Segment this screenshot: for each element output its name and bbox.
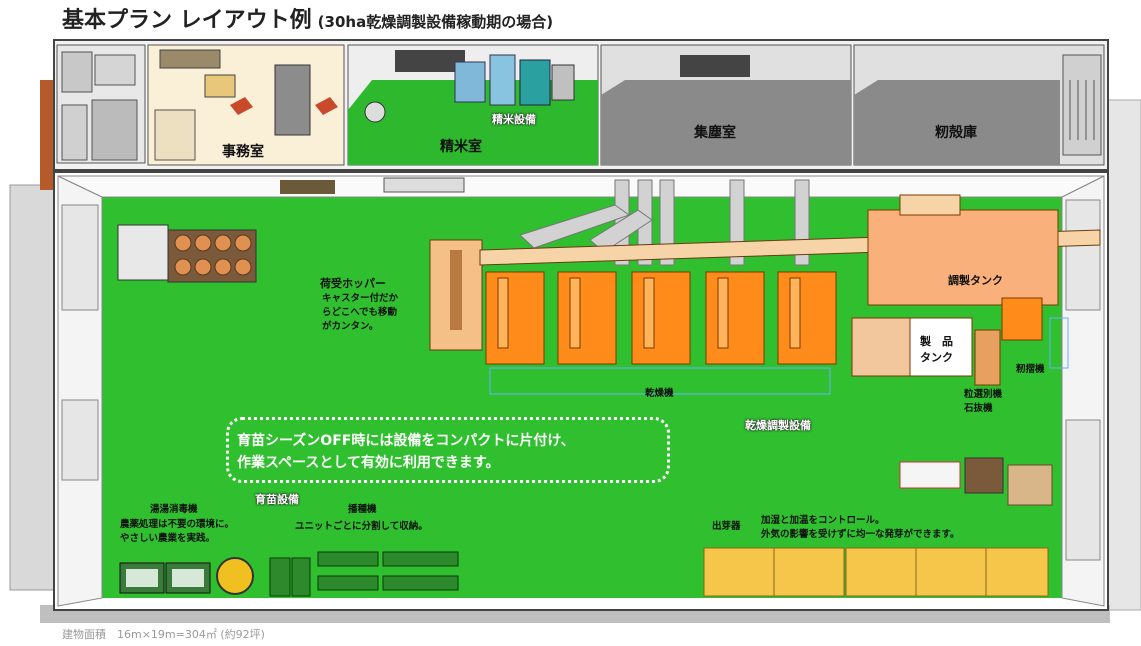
- dryers: [485, 271, 837, 365]
- adjustment-tank-label: 調製タンク: [948, 274, 1003, 287]
- polishing-machine-2: [489, 54, 516, 106]
- boiler: [216, 557, 254, 595]
- rice-equipment-label: 精米設備: [492, 113, 536, 126]
- office-label: 事務室: [222, 144, 264, 160]
- disinfection-desc-2: やさしい農業を実践。: [120, 533, 216, 544]
- germinator-desc-1: 加湿と加温をコントロール。: [761, 515, 885, 526]
- back-door: [280, 180, 335, 194]
- seedling-equipment-label: 育苗設備: [255, 493, 299, 506]
- polishing-machine-1: [454, 61, 486, 103]
- dryer-5: [777, 271, 837, 365]
- rice-room-label: 精米室: [440, 139, 482, 155]
- dryer-3: [631, 271, 691, 365]
- page-title: 基本プラン レイアウト例 (30ha乾燥調製設備稼動期の場合): [62, 2, 553, 34]
- dryer-4: [705, 271, 765, 365]
- drying-equipment-label: 乾燥調製設備: [745, 419, 811, 432]
- huller-label: 籾摺機: [1016, 364, 1045, 375]
- hopper-desc-2: らどこへでも移動: [322, 307, 398, 318]
- disinfection-desc-1: 農薬処理は不要の環境に。: [120, 519, 235, 530]
- sowing-desc: ユニットごとに分割して収納。: [295, 521, 428, 532]
- sorter-label-1: 粒選別機: [964, 389, 1003, 400]
- hopper-title: 荷受ホッパー: [320, 277, 386, 290]
- product-tank: [909, 317, 973, 377]
- sowing-title: 播種機: [348, 504, 377, 515]
- title-sub: (30ha乾燥調製設備稼動期の場合): [317, 13, 554, 31]
- left-door-1: [61, 204, 99, 311]
- hopper-desc-3: がカンタン。: [322, 321, 379, 332]
- polishing-machine-3: [519, 59, 551, 106]
- dryer-2: [557, 271, 617, 365]
- husk-storage-label: 籾殻庫: [935, 125, 977, 141]
- product-tank-label-1: 製 品: [920, 335, 953, 348]
- notice-line-1: 育苗シーズンOFF時には設備をコンパクトに片付け、: [237, 433, 575, 449]
- dust-room-label: 集塵室: [694, 125, 736, 141]
- notice-box: 育苗シーズンOFF時には設備をコンパクトに片付け、 作業スペースとして有効に利用…: [226, 417, 670, 483]
- brick-column: [40, 80, 54, 190]
- sorter-label-2: 石抜機: [964, 403, 993, 414]
- right-door-1: [1065, 199, 1101, 311]
- hopper-desc-1: キャスター付だか: [322, 293, 399, 304]
- huller: [1001, 297, 1043, 341]
- dryer-label: 乾燥機: [645, 388, 674, 399]
- sowing-units: [269, 551, 459, 597]
- pallet-load: [1007, 464, 1053, 506]
- product-tank-label-2: タンク: [920, 351, 953, 364]
- sorter: [974, 329, 1001, 386]
- germinator-title: 出芽器: [712, 521, 741, 532]
- disinfection-title: 湯湯消毒機: [150, 504, 198, 515]
- germinator-boxes: [703, 547, 1049, 597]
- cabinet: [274, 64, 311, 136]
- window: [395, 50, 465, 72]
- ceiling-light: [383, 177, 465, 193]
- notice-line-2: 作業スペースとして有効に利用できます。: [237, 455, 500, 471]
- truck-cab: [117, 224, 169, 281]
- forklift: [899, 461, 961, 489]
- left-wall-outer: [9, 184, 61, 591]
- right-door-2: [1065, 419, 1101, 561]
- building-area-note: 建物面積 16m×19m=304㎡ (約92坪): [62, 628, 265, 641]
- dryer-1: [485, 271, 545, 365]
- germinator-desc-2: 外気の影響を受けずに均一な発芽ができます。: [761, 529, 960, 540]
- adjustment-tank: [867, 209, 1059, 306]
- back-wall: [57, 175, 1105, 198]
- left-door-2: [61, 399, 99, 481]
- title-main: 基本プラン レイアウト例: [62, 8, 312, 33]
